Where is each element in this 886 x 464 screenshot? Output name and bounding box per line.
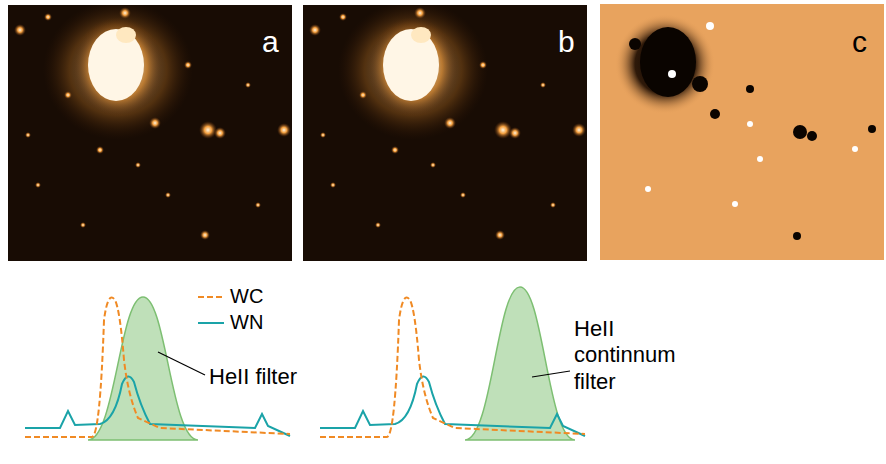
filter-label: HeII filter [209, 364, 297, 390]
filter-label: HeII continnum filter [574, 316, 692, 395]
legend-text: WC [230, 284, 263, 308]
filter-curve [88, 297, 198, 440]
image-panel [8, 5, 292, 261]
spectrum-plot [320, 287, 585, 440]
panel-letter: a [262, 24, 279, 60]
panel-letter: b [558, 24, 575, 60]
wc-spectrum [320, 298, 585, 438]
legend-sample [198, 322, 224, 324]
image-panel [303, 5, 587, 261]
difference-panel [600, 4, 884, 260]
legend-text: WN [230, 310, 263, 334]
leader-line [532, 371, 570, 377]
legend-sample [198, 296, 224, 298]
panel-letter: c [852, 24, 867, 60]
leader-line [158, 352, 205, 375]
